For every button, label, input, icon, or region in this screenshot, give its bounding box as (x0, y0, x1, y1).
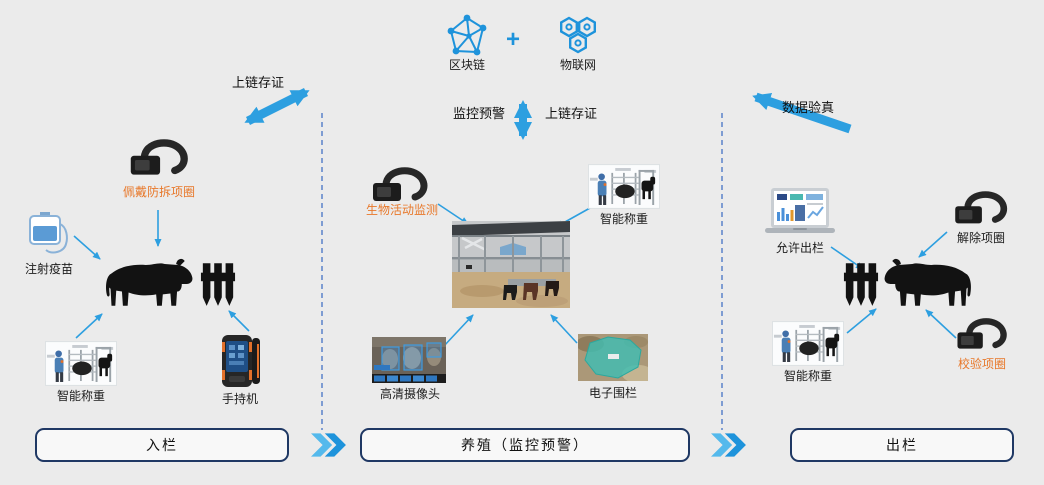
cow-silhouette-right (884, 258, 971, 306)
chevron-arrow-1 (311, 433, 346, 457)
arrow-weigh-to-cow-right (846, 308, 877, 334)
allow-exit-label: 允许出栏 (775, 241, 825, 255)
handheld-device-image (222, 335, 260, 387)
smart-weigh-label-center: 智能称重 (599, 212, 649, 226)
chain-upload-double-arrow (244, 87, 310, 126)
stage-entry-label: 入栏 (146, 437, 178, 453)
allow-exit-laptop-image (764, 187, 836, 234)
monitor-alert-label: 监控预警 (452, 106, 506, 121)
plus-sign: + (506, 26, 521, 53)
farm-photo (452, 221, 570, 308)
stage-box-entry: 入栏 (35, 428, 289, 462)
smart-weigh-image-left (45, 341, 117, 386)
data-verify-label: 数据验真 (781, 100, 835, 115)
stage-box-exit: 出栏 (790, 428, 1014, 462)
bio-monitor-label: 生物活动监测 (365, 203, 439, 217)
tamper-proof-collar-icon (126, 138, 190, 182)
arrow-weigh-to-cow-left (75, 313, 103, 339)
remove-collar-label: 解除项圈 (956, 231, 1006, 245)
cow-silhouette-left (106, 258, 193, 306)
stage-exit-label: 出栏 (886, 437, 918, 453)
verify-collar-icon (953, 317, 1009, 355)
arrow-efence-to-farm (550, 314, 578, 344)
electronic-fence-image (578, 334, 648, 381)
smart-weigh-label-right: 智能称重 (783, 369, 833, 383)
smart-weigh-label-left: 智能称重 (56, 389, 106, 403)
arrow-vaccine-to-cow (73, 235, 101, 260)
remove-collar-icon (951, 190, 1009, 230)
fence-icon-right (843, 263, 879, 306)
stage-breeding-label: 养殖（监控预警） (461, 437, 589, 453)
fence-icon-left (200, 263, 236, 306)
vaccine-label: 注射疫苗 (24, 262, 74, 276)
smart-weigh-image-right (772, 321, 844, 366)
hd-camera-image (372, 337, 446, 383)
tamper-proof-collar-label: 佩戴防拆项圈 (122, 185, 196, 199)
iot-label: 物联网 (559, 58, 597, 72)
arrow-verify-to-cow (925, 309, 957, 339)
vaccine-icon (29, 211, 68, 254)
blockchain-icon (447, 14, 487, 56)
blockchain-label: 区块链 (448, 58, 486, 72)
iot-icon (560, 16, 596, 54)
hd-camera-label: 高清摄像头 (379, 387, 441, 401)
verify-collar-label: 校验项圈 (957, 357, 1007, 371)
smart-weigh-image-center (588, 164, 660, 209)
chain-store-left-label: 上链存证 (231, 75, 285, 90)
handheld-label: 手持机 (221, 392, 259, 406)
chain-store-center-label: 上链存证 (544, 106, 598, 121)
bio-monitor-collar-icon (368, 166, 430, 208)
chevron-arrow-2 (711, 433, 746, 457)
arrow-camera-to-farm (442, 314, 474, 348)
electronic-fence-label: 电子围栏 (588, 386, 638, 400)
stage-box-breeding: 养殖（监控预警） (360, 428, 690, 462)
arrow-handheld-to-cow (228, 310, 250, 332)
